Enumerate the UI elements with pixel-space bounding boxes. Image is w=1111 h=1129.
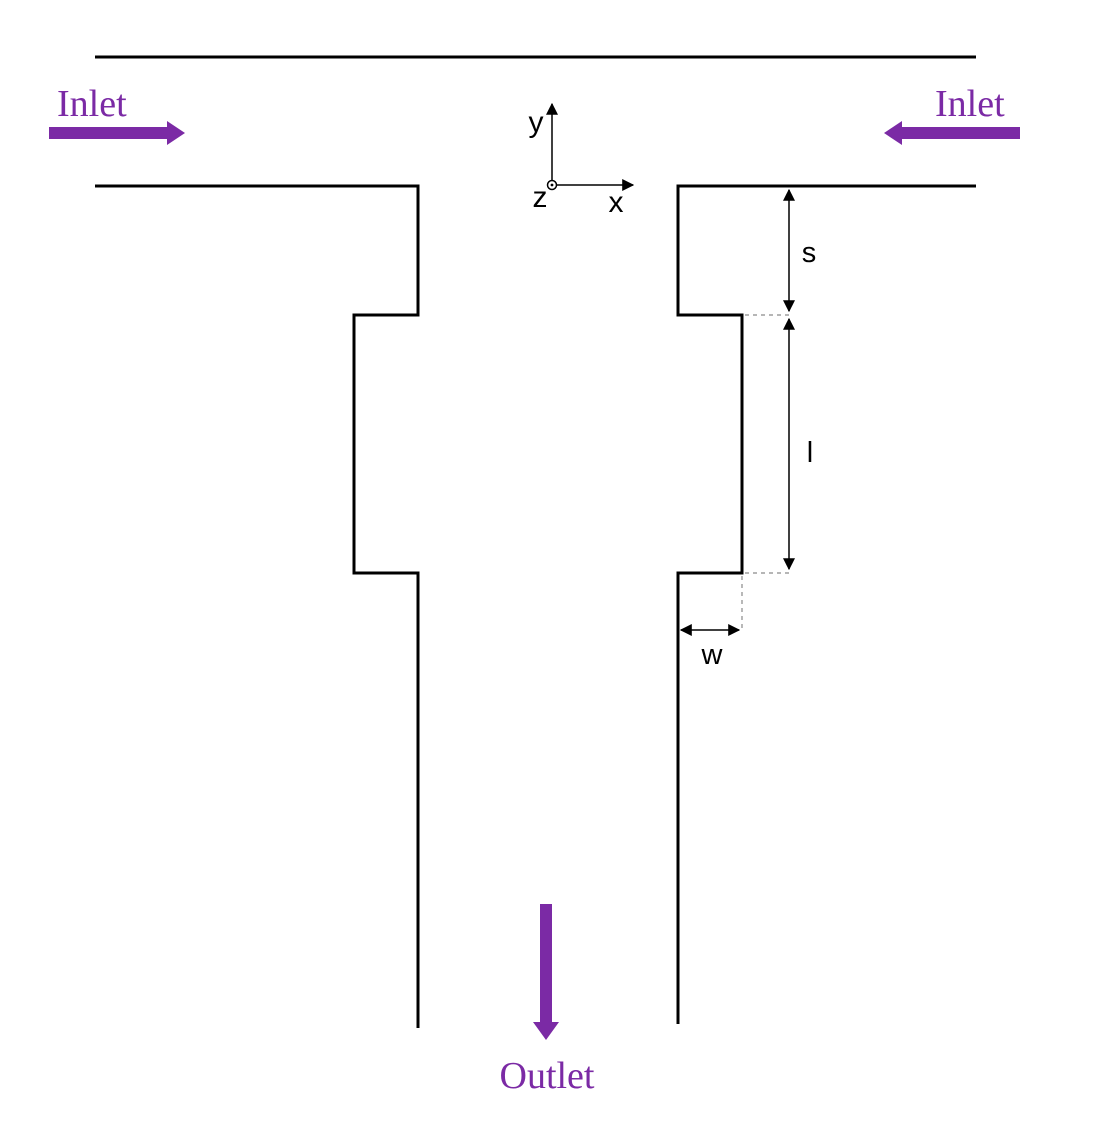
outlet-label: Outlet (500, 1055, 595, 1097)
inlet-right-arrow (884, 121, 1020, 145)
x-axis-label: x (609, 186, 624, 219)
right-channel-wall (676, 184, 976, 1024)
left-channel-wall (95, 184, 420, 1028)
z-axis-label: z (533, 181, 548, 214)
y-axis-label: y (529, 106, 544, 139)
dimension-s-label: s (802, 237, 817, 269)
dimension-l: l (745, 314, 813, 574)
outlet-arrow (533, 904, 559, 1040)
dimension-w: w (679, 576, 743, 671)
coordinate-axes: y x z (529, 102, 635, 219)
inlet-left-arrow (49, 121, 185, 145)
dimension-l-label: l (807, 437, 813, 469)
dimension-s: s (783, 188, 817, 313)
dimension-w-label: w (701, 639, 724, 671)
inlet-right-label: Inlet (935, 83, 1005, 125)
inlet-left-label: Inlet (57, 83, 127, 125)
